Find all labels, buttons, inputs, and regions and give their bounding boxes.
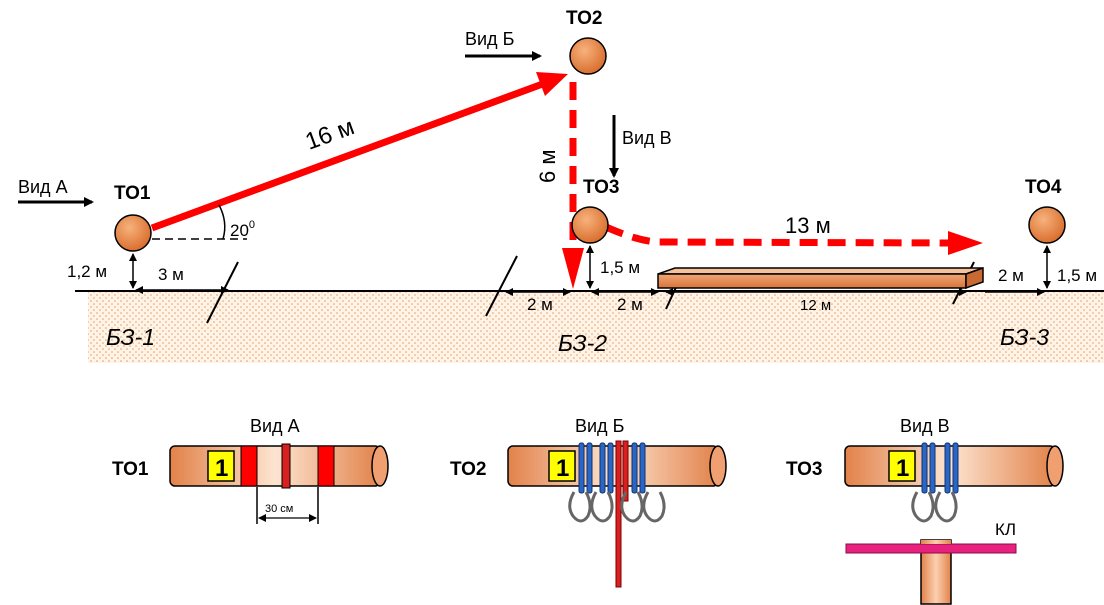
detail-to2-loop-5	[631, 442, 638, 494]
detail-view-a: Вид А ТО1 1 30 см	[112, 416, 389, 524]
detail-to3-carabiners	[911, 491, 958, 523]
span-6m-label: 6 м	[535, 150, 560, 183]
span-16m-label: 16 м	[302, 113, 358, 155]
view-b-label: Вид Б	[465, 29, 514, 49]
zone-bz1-label: БЗ-1	[106, 324, 155, 350]
detail-to3-loop-3	[944, 442, 951, 494]
dim-2m-left-label: 2 м	[527, 295, 553, 314]
detail-to1-gap-label: 30 см	[265, 503, 293, 515]
detail-to3-loop-2	[929, 442, 936, 494]
detail-view-v-title: Вид В	[900, 416, 950, 436]
dim-3m-label: 3 м	[158, 265, 184, 284]
view-a-label: Вид А	[18, 177, 68, 197]
zone-bz2-label: БЗ-2	[558, 330, 607, 356]
detail-to2-rope-2	[622, 440, 629, 502]
detail-view-b: Вид Б ТО2 1	[450, 416, 727, 588]
angle-label: 200	[230, 219, 255, 240]
dim-12m-label: 12 м	[800, 297, 831, 314]
span-13m-label: 13 м	[785, 213, 831, 238]
rope-to3-to4-arrowhead	[948, 231, 983, 255]
detail-to2-loop-2	[586, 442, 593, 494]
detail-to2-loop-4	[607, 442, 614, 494]
point-to3	[571, 206, 609, 244]
label-to1: ТО1	[114, 183, 151, 204]
detail-to1-badge	[207, 450, 235, 482]
angle-arc	[218, 204, 226, 240]
dim-2m-right-label: 2 м	[617, 295, 643, 314]
dim-h-to1-label: 1,2 м	[67, 262, 107, 281]
dim-2m-to4-label: 2 м	[998, 266, 1024, 285]
kl-bar	[845, 543, 1017, 554]
detail-to2-label: ТО2	[450, 459, 486, 480]
detail-to2-loop-3	[599, 442, 606, 494]
detail-to2-carabiners	[568, 491, 666, 523]
rope-to1-to2	[150, 78, 550, 232]
log-beam	[657, 266, 984, 290]
detail-to2-loop-1	[578, 442, 585, 494]
rope-to1-to2-arrowhead	[536, 72, 568, 96]
detail-to1-rope	[281, 443, 291, 489]
detail-to2-badge	[548, 450, 576, 482]
detail-to3-loop-1	[921, 442, 928, 494]
detail-view-a-title: Вид А	[250, 416, 300, 436]
label-to3: ТО3	[583, 177, 619, 198]
detail-to2-rope-1	[615, 440, 622, 588]
kl-label: КЛ	[995, 520, 1016, 539]
label-to4: ТО4	[1025, 177, 1062, 198]
detail-to1-pipe	[169, 445, 381, 487]
detail-view-b-title: Вид Б	[575, 416, 624, 436]
rope-to2-to3-arrowhead	[562, 248, 584, 289]
label-to2: ТО2	[566, 8, 602, 29]
point-to2	[569, 37, 607, 75]
point-to4	[1028, 206, 1066, 244]
dim-h-to3-label: 1,5 м	[600, 258, 640, 277]
ground-area	[88, 291, 1104, 363]
detail-to3-loop-4	[952, 442, 959, 494]
zone-bz3-label: БЗ-3	[1000, 324, 1049, 350]
view-v-label: Вид В	[622, 128, 672, 148]
dim-h-to4-label: 1,5 м	[1057, 266, 1097, 285]
point-to1	[114, 214, 152, 252]
zone-break-2	[485, 255, 518, 317]
detail-to2-badge-text: 1	[556, 455, 569, 482]
detail-to3-label: ТО3	[786, 459, 822, 480]
detail-to1-band-right	[317, 445, 335, 487]
detail-to1-label: ТО1	[112, 459, 149, 480]
detail-to1-band-left	[240, 445, 258, 487]
detail-to3-badge-text: 1	[896, 455, 909, 482]
detail-to1-badge-text: 1	[215, 455, 228, 482]
detail-to2-loop-6	[639, 442, 646, 494]
detail-to3-badge	[888, 450, 916, 482]
rope-to3-to4	[604, 223, 951, 247]
detail-view-v: Вид В ТО3 1 КЛ	[786, 416, 1064, 605]
